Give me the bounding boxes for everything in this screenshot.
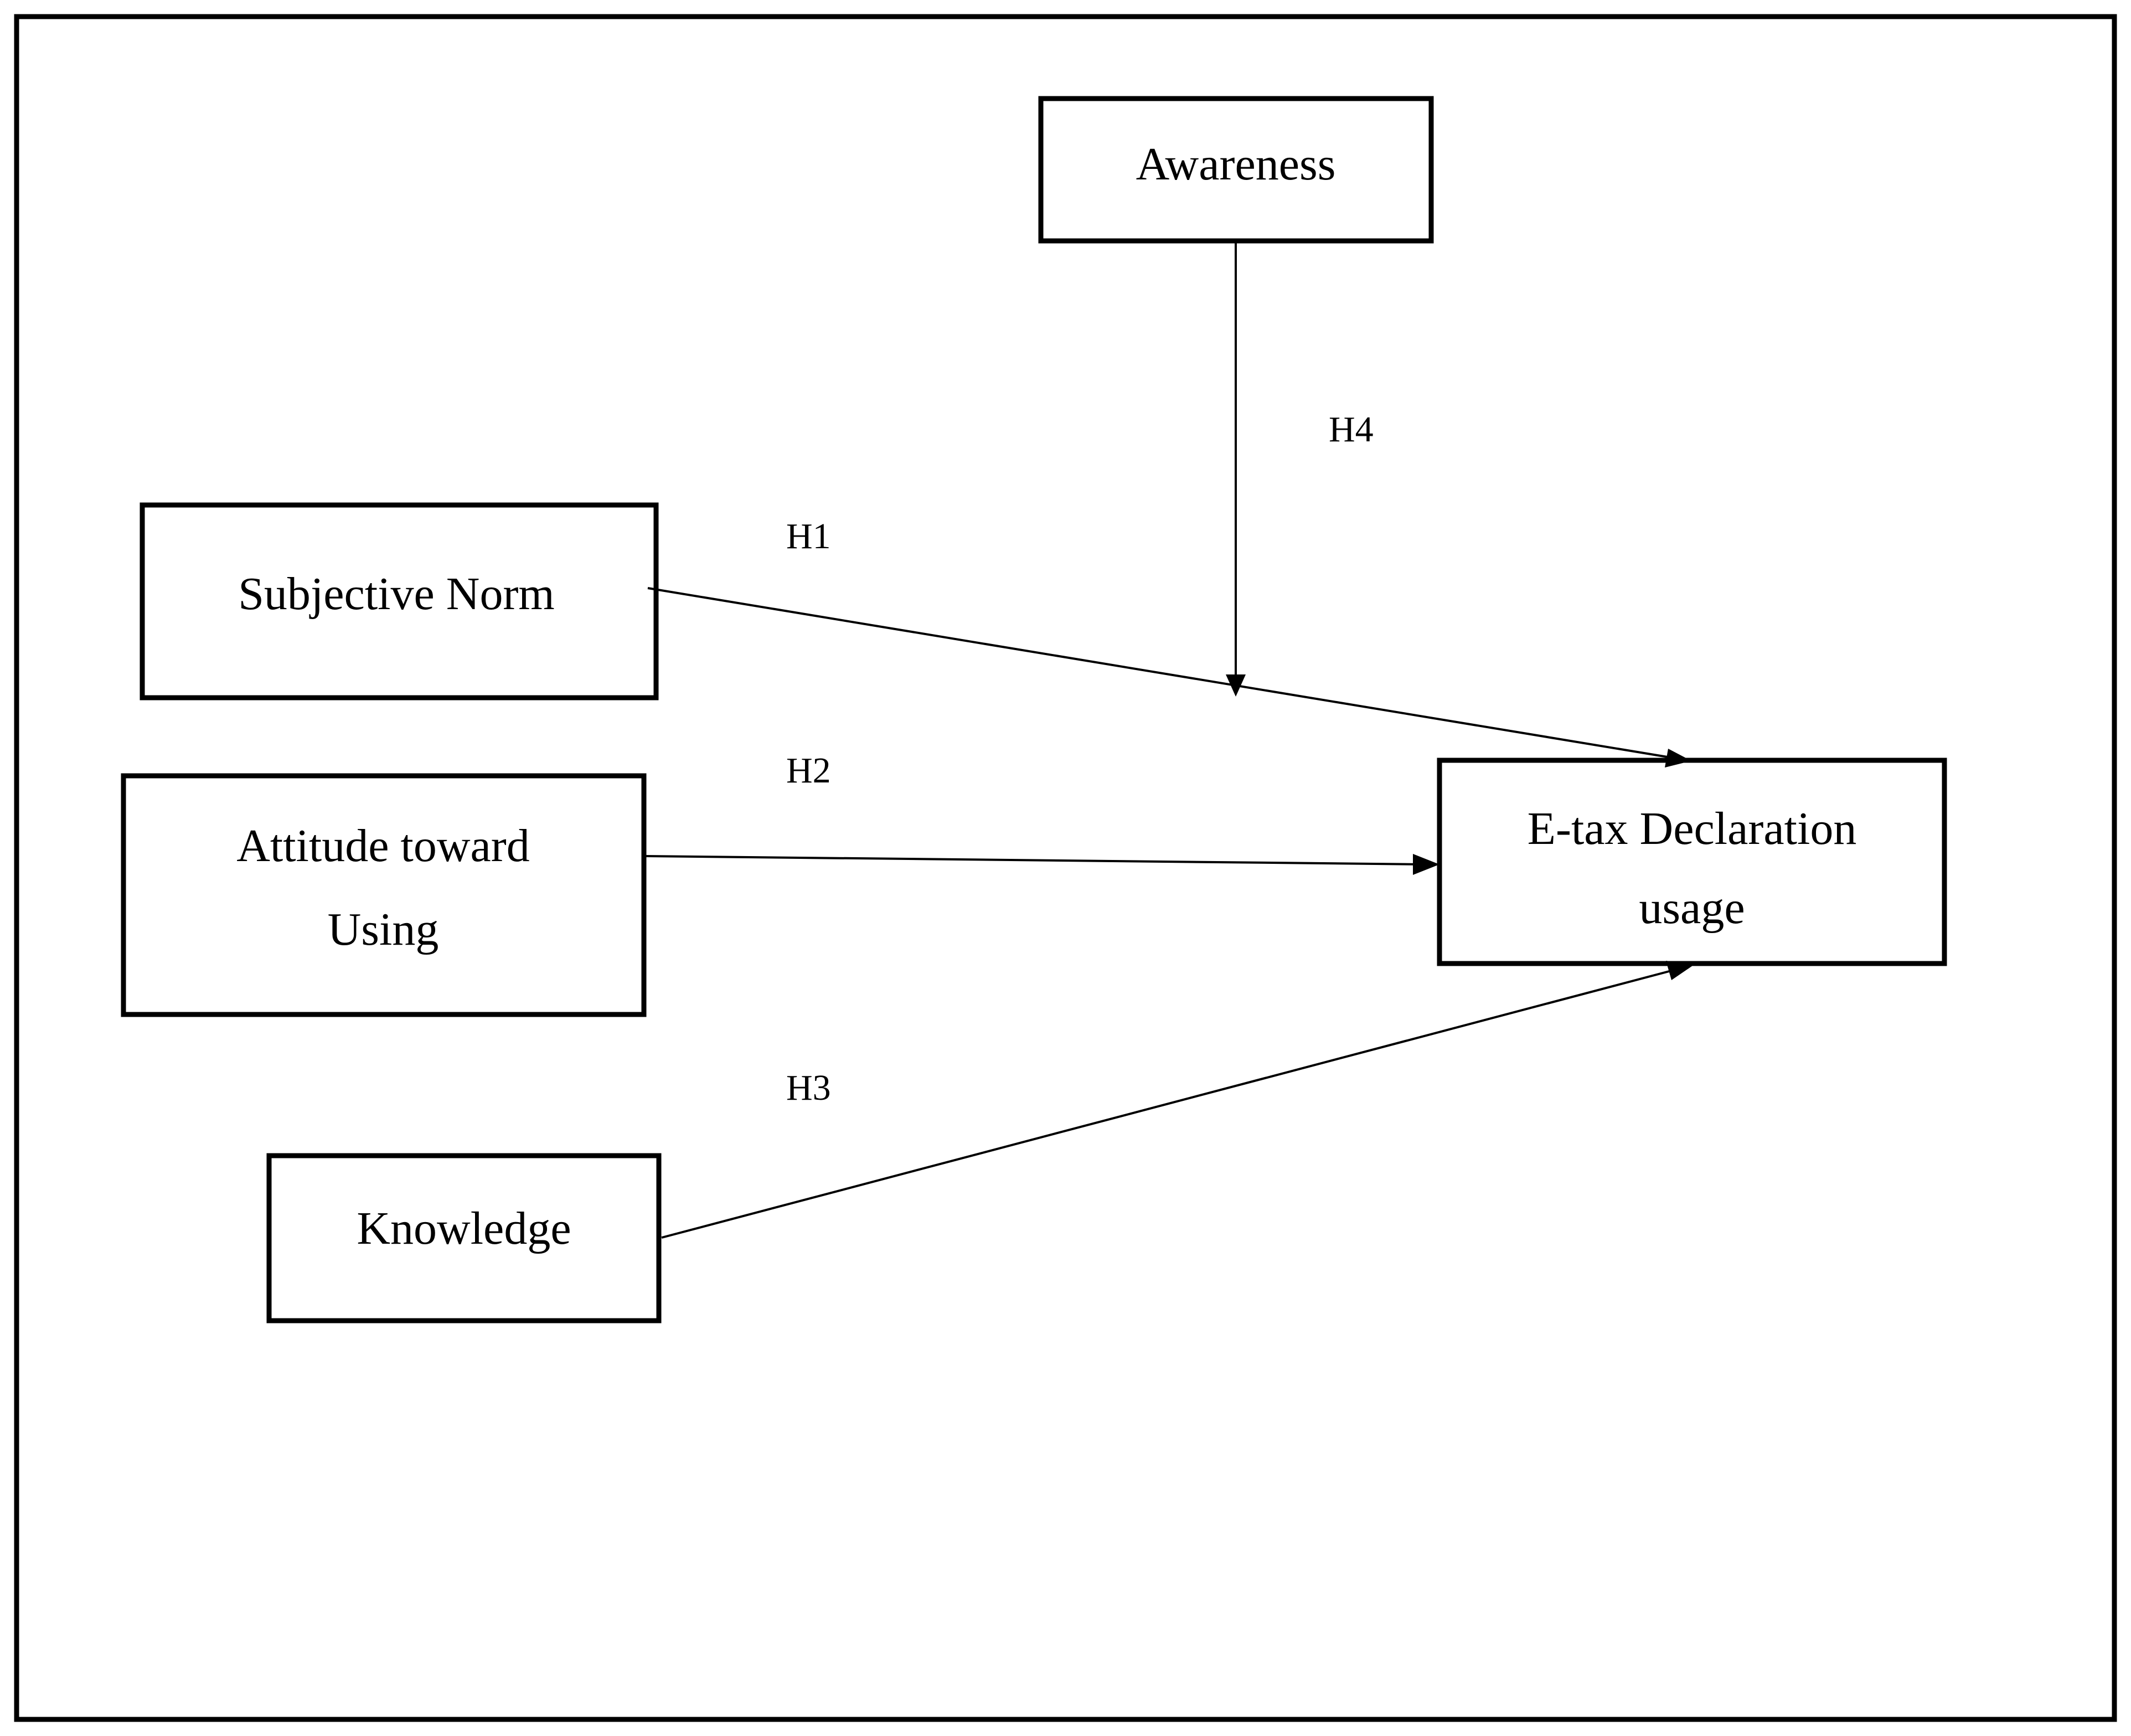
attitude-label-line2: Using <box>328 904 439 955</box>
hypothesis-label-h2: H2 <box>786 750 831 791</box>
edge-h2-line <box>646 855 1426 866</box>
hypothesis-label-h3: H3 <box>786 1068 831 1108</box>
node-attitude-toward-using: Attitude toward Using <box>121 773 647 1017</box>
edge-h1 <box>647 587 1691 767</box>
attitude-label-line1: Attitude toward <box>236 820 530 872</box>
subjective-norm-box <box>140 502 659 700</box>
edge-h1-arrowhead <box>1665 749 1691 767</box>
edge-h2-arrowhead <box>1413 854 1439 875</box>
attitude-box <box>121 773 647 1017</box>
node-etax-declaration-usage: E-tax Declaration usage <box>1437 758 1947 966</box>
awareness-label: Awareness <box>1136 138 1336 190</box>
edge-h4 <box>1226 242 1246 697</box>
subjective-norm-label: Subjective Norm <box>238 568 555 620</box>
edge-h3-line <box>661 968 1678 1239</box>
edge-h4-arrowhead <box>1226 674 1246 697</box>
outer-frame <box>14 14 2117 1722</box>
node-knowledge: Knowledge <box>266 1153 662 1323</box>
node-awareness: Awareness <box>1038 96 1434 244</box>
edge-h2 <box>646 854 1439 875</box>
knowledge-box <box>266 1153 662 1323</box>
etax-usage-label-line1: E-tax Declaration <box>1528 803 1857 854</box>
etax-usage-label-line2: usage <box>1639 882 1745 934</box>
knowledge-label: Knowledge <box>357 1203 571 1254</box>
awareness-box <box>1038 96 1434 244</box>
edge-h3-arrowhead <box>1666 961 1694 980</box>
edge-h1-line <box>647 587 1678 760</box>
node-subjective-norm: Subjective Norm <box>140 502 659 700</box>
hypothesis-label-h4: H4 <box>1329 409 1374 450</box>
etax-usage-box <box>1437 758 1947 966</box>
edge-h3 <box>661 961 1694 1239</box>
hypothesis-label-h1: H1 <box>786 516 831 557</box>
